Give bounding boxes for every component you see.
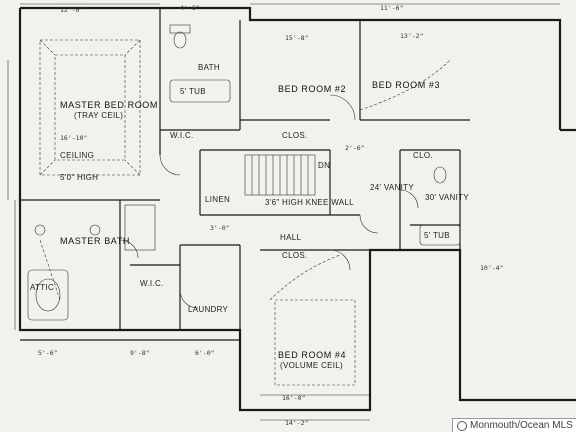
tray-ceil-label: (TRAY CEIL) [74, 111, 123, 120]
tub-label-2: 5' TUB [424, 231, 450, 240]
bedroom-3-label: BED ROOM #3 [372, 80, 440, 90]
master-bath-label: MASTER BATH [60, 236, 130, 246]
dn-label: DN [318, 161, 330, 170]
clo-label-3: CLOS. [282, 251, 308, 260]
vanity-label-2: 30' VANITY [425, 193, 469, 202]
tub-label-1: 5' TUB [180, 87, 206, 96]
interior-walls [20, 8, 470, 341]
dimension-value: 4'-6" [180, 4, 200, 12]
exterior-walls [18, 6, 576, 412]
staircase [244, 154, 316, 196]
dimension-value: 9'-8" [130, 349, 150, 357]
laundry-label: LAUNDRY [188, 305, 229, 314]
dimension-value: 11'-6" [380, 4, 403, 12]
dimension-value: 16'-10" [60, 134, 87, 142]
volume-ceil-label: (VOLUME CEIL) [280, 361, 343, 370]
note-labels: 5' TUB 5' TUB CLOS. CLO. CLOS. 24' VANIT… [30, 87, 469, 292]
wic-label-2: W.I.C. [140, 279, 164, 288]
clo-label-1: CLOS. [282, 131, 308, 140]
dimension-value: 14'-2" [285, 419, 308, 427]
dimension-value: 16'-0" [282, 394, 305, 402]
dimension-value: 10'-4" [480, 264, 503, 272]
dimension-text: 12'-0" 15'-8" 11'-6" 13'-2" 16'-0" 4'-6"… [38, 4, 503, 427]
master-bedroom-label: MASTER BED ROOM [60, 100, 158, 110]
dimension-value: 13'-2" [400, 32, 423, 40]
wic-label-1: W.I.C. [170, 131, 194, 140]
dimension-value: 5'-6" [38, 349, 58, 357]
bedroom-4-label: BED ROOM #4 [278, 350, 346, 360]
copyright-icon [457, 420, 467, 431]
tray-ceiling-outline [39, 39, 141, 176]
dimension-value: 12'-0" [60, 6, 83, 14]
dimension-value: 6'-0" [195, 349, 215, 357]
mls-watermark: Monmouth/Ocean MLS [452, 418, 576, 432]
bath-label: BATH [198, 63, 220, 72]
watermark-text: Monmouth/Ocean MLS [470, 420, 573, 431]
vanity-label-1: 24' VANITY [370, 183, 414, 192]
dimension-value: 15'-8" [285, 34, 308, 42]
attic-label: ATTIC [30, 283, 54, 292]
knee-wall-label: 3'6" HIGH KNEE WALL [265, 198, 354, 207]
volume-ceiling-outline [274, 299, 356, 386]
dimension-value: 3'-0" [210, 224, 230, 232]
clo-label-2: CLO. [413, 151, 433, 160]
dimension-value: 2'-6" [345, 144, 365, 152]
door-swings [119, 94, 419, 309]
ceiling-note-label: CEILING [60, 151, 94, 160]
bedroom-2-label: BED ROOM #2 [278, 84, 346, 94]
bath-fixtures [27, 24, 461, 321]
dimension-lines [7, 3, 560, 421]
hall-label: HALL [280, 233, 301, 242]
shelf-label: 5'0" HIGH [60, 173, 98, 182]
linen-label: LINEN [205, 195, 230, 204]
room-labels: MASTER BED ROOM (TRAY CEIL) MASTER BATH … [60, 63, 440, 370]
